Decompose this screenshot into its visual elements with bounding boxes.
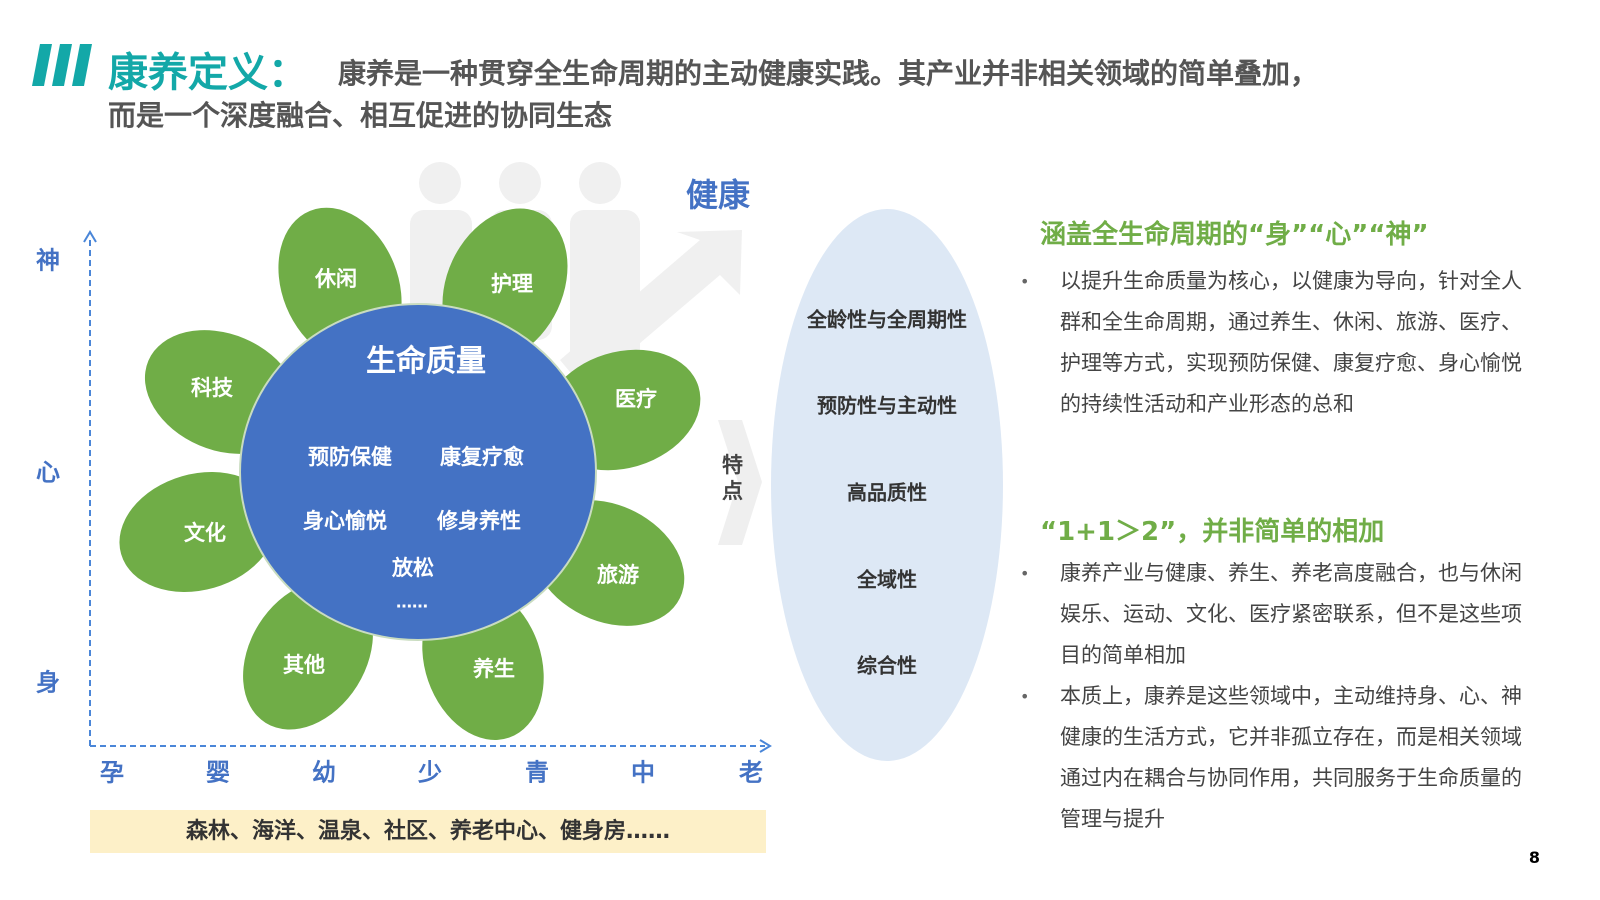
section-heading: 涵盖全生命周期的“身”“心”“神” bbox=[1040, 220, 1429, 250]
petal-label: 医疗 bbox=[615, 387, 657, 411]
bullet-item: 康养产业与健康、养生、养老高度融合，也与休闲娱乐、运动、文化、医疗紧密联系，但不… bbox=[1020, 553, 1540, 676]
petal-label: 养生 bbox=[473, 657, 515, 681]
section-heading: “1+1＞2”，并非简单的相加 bbox=[1040, 517, 1385, 547]
feature-item: 高品质性 bbox=[847, 480, 927, 505]
petal-label: 休闲 bbox=[315, 267, 357, 291]
petal-label: 护理 bbox=[491, 272, 533, 296]
feature-item: 全龄性与全周期性 bbox=[807, 307, 967, 332]
feature-item: 预防性与主动性 bbox=[817, 393, 957, 418]
page-subtitle: 康养是一种贯穿全生命周期的主动健康实践。其产业并非相关领域的简单叠加， bbox=[338, 57, 1319, 90]
title-bars-icon bbox=[32, 44, 92, 86]
page-number: 8 bbox=[1528, 848, 1540, 867]
x-axis-label: 老 bbox=[739, 758, 763, 787]
x-axis-label: 婴 bbox=[206, 758, 230, 787]
page-title: 康养定义： bbox=[108, 50, 308, 96]
features-ellipse bbox=[771, 209, 1003, 761]
center-item: 身心愉悦 bbox=[303, 509, 387, 533]
petal-label: 旅游 bbox=[597, 563, 639, 587]
center-item: 修身养性 bbox=[437, 509, 521, 533]
x-axis-label: 少 bbox=[418, 758, 442, 787]
chevron-arrow-icon bbox=[718, 420, 762, 545]
features-arrow-label: 特点 bbox=[722, 453, 743, 503]
x-axis-label: 中 bbox=[631, 758, 655, 787]
y-axis-label: 心 bbox=[36, 458, 60, 487]
bullet-list: 康养产业与健康、养生、养老高度融合，也与休闲娱乐、运动、文化、医疗紧密联系，但不… bbox=[1020, 553, 1540, 840]
center-title: 生命质量 bbox=[366, 344, 486, 379]
page-subtitle-line2: 而是一个深度融合、相互促进的协同生态 bbox=[108, 99, 613, 132]
feature-item: 全域性 bbox=[857, 567, 917, 592]
petal-label: 科技 bbox=[191, 376, 233, 400]
y-axis-label: 身 bbox=[36, 668, 60, 697]
y-axis-label: 神 bbox=[36, 246, 60, 275]
bullet-item: 以提升生命质量为核心，以健康为导向，针对全人群和全生命周期，通过养生、休闲、旅游… bbox=[1020, 261, 1540, 425]
bullet-item: 本质上，康养是这些领域中，主动维持身、心、神健康的生活方式，它并非孤立存在，而是… bbox=[1020, 676, 1540, 840]
center-item: …… bbox=[396, 592, 428, 612]
growth-arrow-icon bbox=[560, 230, 742, 390]
center-item: 康复疗愈 bbox=[440, 445, 524, 469]
axes bbox=[89, 240, 765, 747]
x-axis-label: 孕 bbox=[100, 758, 124, 787]
feature-item: 综合性 bbox=[857, 653, 917, 678]
x-axis-label: 幼 bbox=[312, 758, 336, 787]
center-circle bbox=[239, 303, 597, 641]
petal-label: 文化 bbox=[184, 521, 226, 545]
health-label: 健康 bbox=[686, 176, 751, 214]
center-item: 预防保健 bbox=[308, 445, 392, 469]
bullet-list: 以提升生命质量为核心，以健康为导向，针对全人群和全生命周期，通过养生、休闲、旅游… bbox=[1020, 261, 1540, 425]
center-item: 放松 bbox=[392, 556, 434, 580]
x-axis-label: 青 bbox=[525, 758, 549, 787]
petal-label: 其他 bbox=[283, 653, 325, 677]
bottom-note: 森林、海洋、温泉、社区、养老中心、健身房…… bbox=[90, 810, 766, 853]
